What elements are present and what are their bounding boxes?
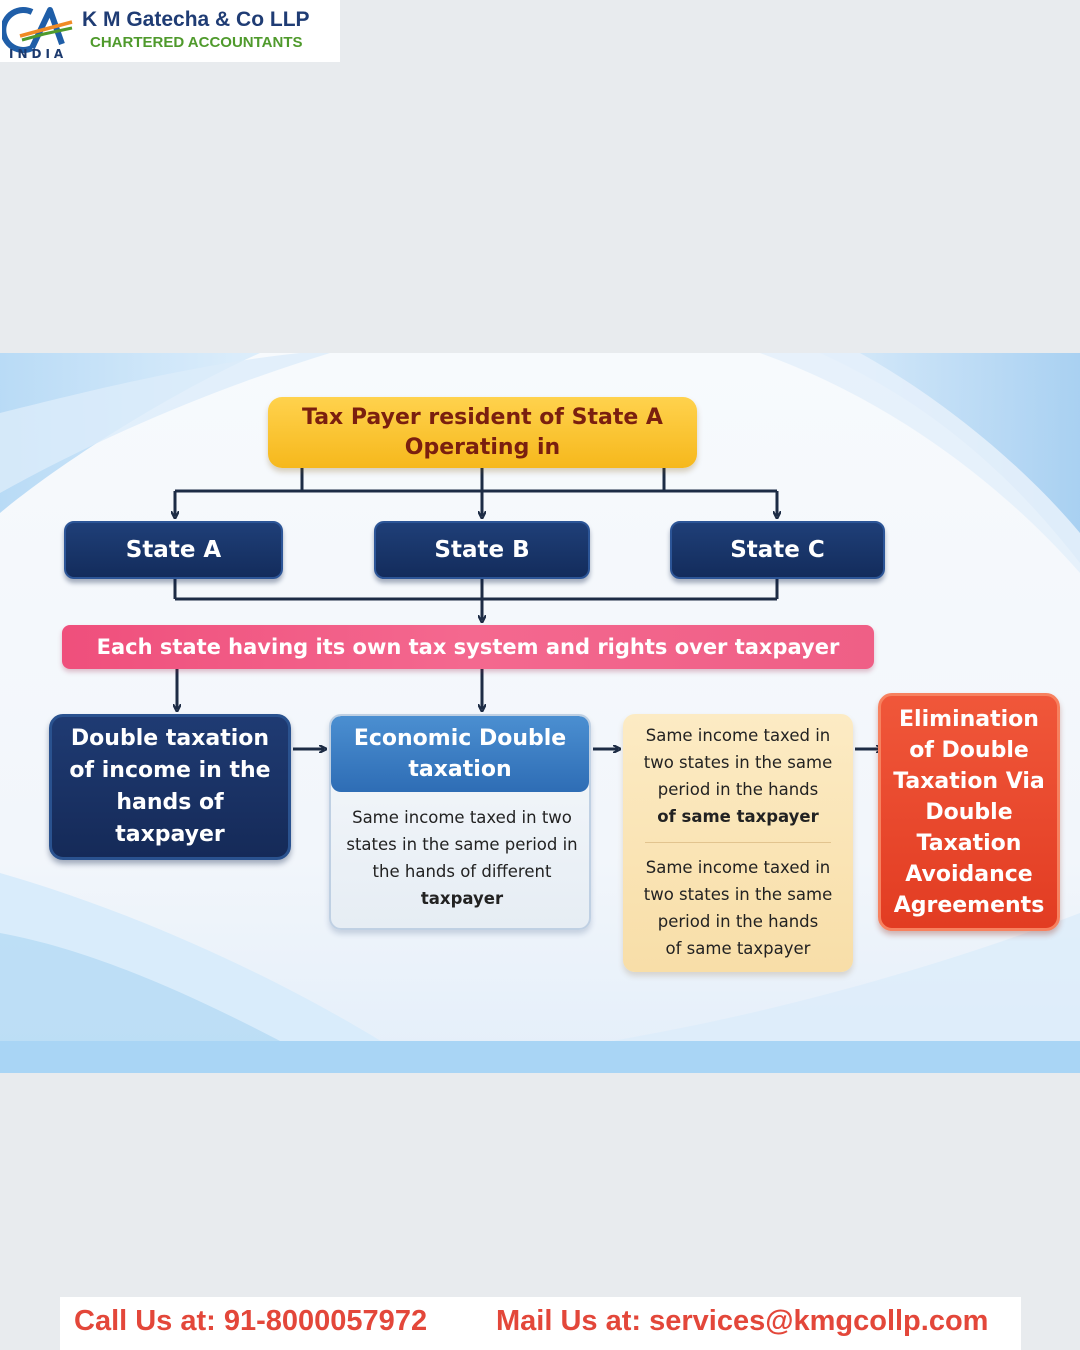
state-c-box: State C — [670, 521, 885, 579]
same-taxpayer-divider — [645, 842, 831, 843]
taxpayer-resident-box: Tax Payer resident of State A Operating … — [268, 397, 697, 468]
panel-background-waves — [0, 353, 1080, 1073]
economic-double-taxation-box: Economic Double taxation Same income tax… — [329, 714, 591, 930]
same-taxpayer-description-1: Same income taxed in two states in the s… — [631, 722, 845, 830]
tax-rights-bar: Each state having its own tax system and… — [62, 625, 874, 669]
state-a-box: State A — [64, 521, 283, 579]
double-taxation-box: Double taxation of income in the hands o… — [49, 714, 291, 860]
firm-logo-header: INDIA K M Gatecha & Co LLP CHARTERED ACC… — [0, 0, 340, 62]
mail-us-text: Mail Us at: services@kmgcollp.com — [496, 1305, 989, 1337]
same-taxpayer-bold-1: of same taxpayer — [657, 807, 819, 826]
juridical-double-taxation-box: Same income taxed in two states in the s… — [623, 714, 853, 972]
contact-footer: Call Us at: 91-8000057972 Mail Us at: se… — [60, 1297, 1021, 1350]
taxpayer-resident-line2: Operating in — [404, 434, 561, 460]
flow-connectors — [0, 468, 1080, 1073]
economic-double-taxation-title: Economic Double taxation — [331, 716, 589, 792]
elimination-dtaa-box: Elimination of Double Taxation Via Doubl… — [878, 693, 1060, 931]
economic-double-taxation-description: Same income taxed in two states in the s… — [343, 804, 581, 912]
infographic-panel: Tax Payer resident of State A Operating … — [0, 353, 1080, 1073]
same-taxpayer-description-2: Same income taxed in two states in the s… — [631, 854, 845, 962]
same-taxpayer-bold-2: of same taxpayer — [665, 939, 811, 958]
state-b-box: State B — [374, 521, 590, 579]
ca-logo-icon — [2, 7, 73, 53]
same-taxpayer-text-2: Same income taxed in two states in the s… — [643, 858, 833, 931]
economic-description-text: Same income taxed in two states in the s… — [346, 808, 578, 881]
economic-description-bold: taxpayer — [420, 889, 504, 908]
same-taxpayer-text-1: Same income taxed in two states in the s… — [643, 726, 833, 799]
taxpayer-resident-line1: Tax Payer resident of State A — [302, 404, 663, 430]
call-us-text: Call Us at: 91-8000057972 — [74, 1305, 428, 1337]
firm-name: K M Gatecha & Co LLP — [82, 8, 310, 31]
logo-country-text: INDIA — [9, 47, 68, 61]
firm-subtitle: CHARTERED ACCOUNTANTS — [90, 34, 303, 51]
